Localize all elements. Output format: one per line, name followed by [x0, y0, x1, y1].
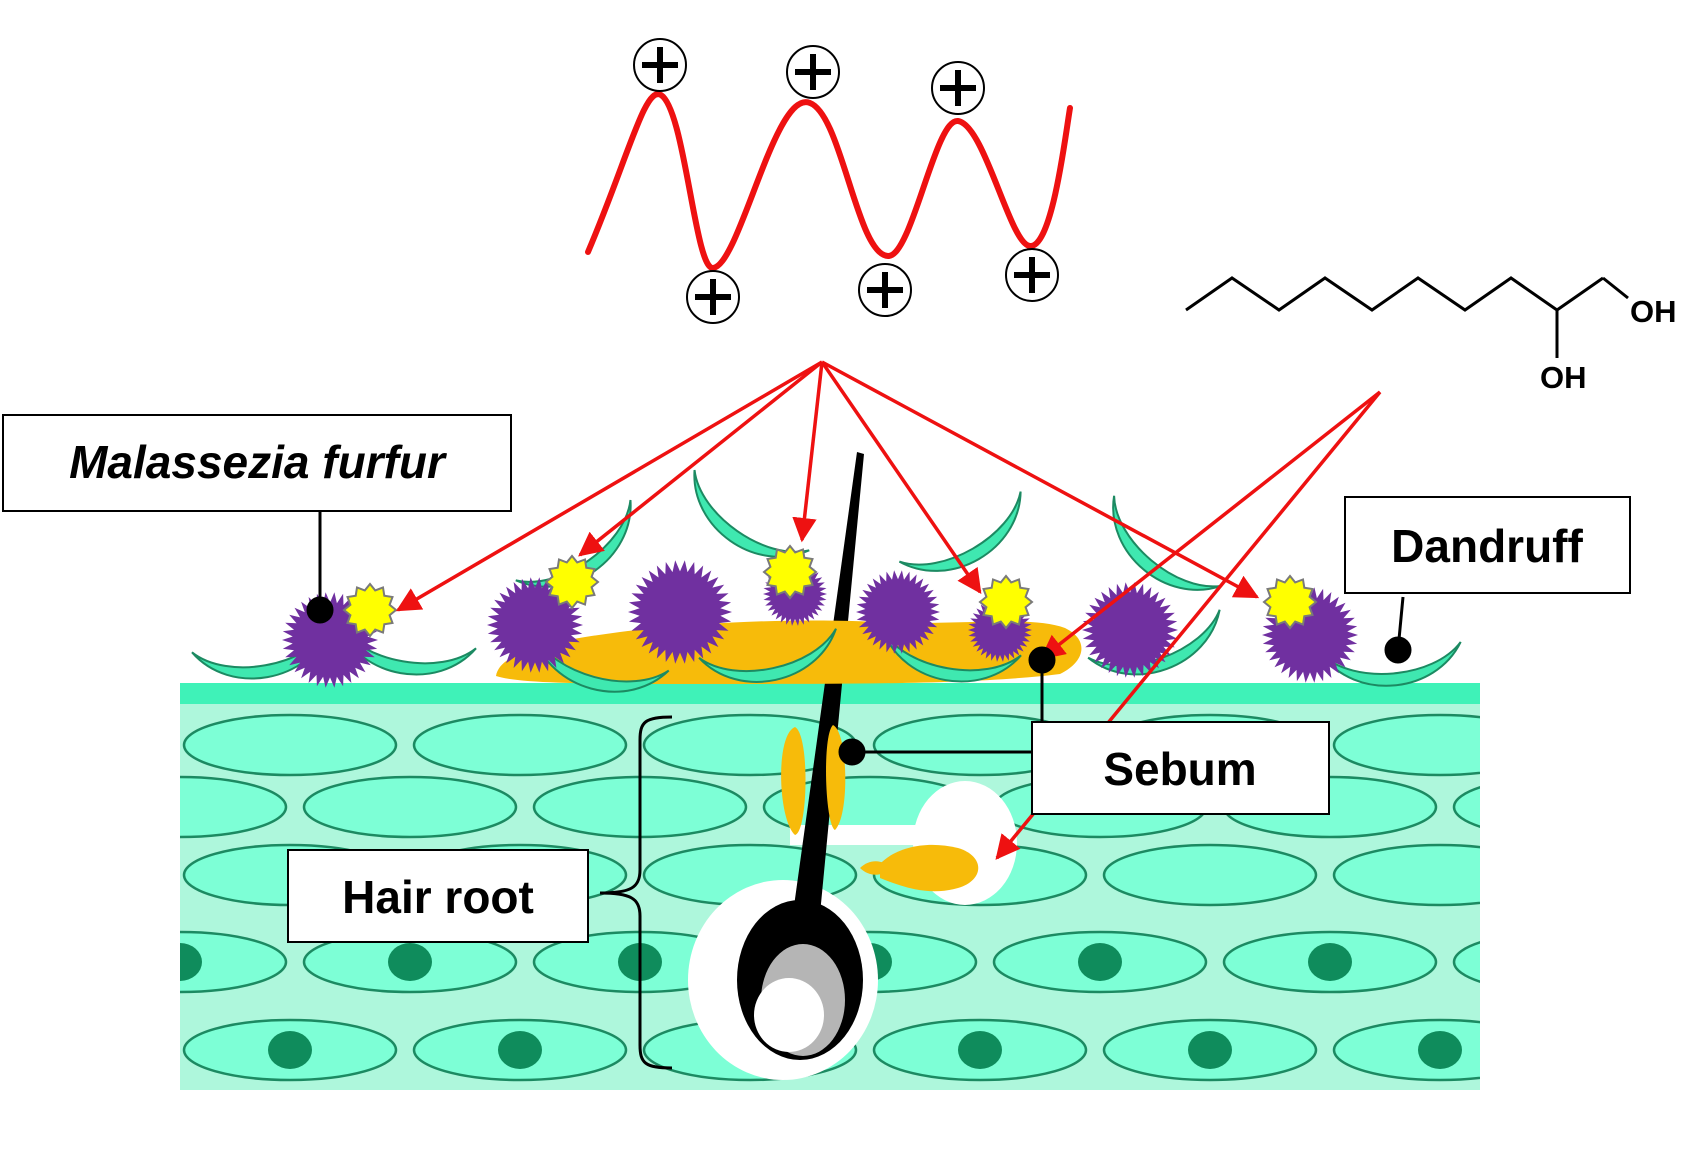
cell-nucleus [1538, 943, 1582, 981]
positive-charge [858, 263, 912, 317]
cell-nucleus [498, 1031, 542, 1069]
flake-shape [1320, 641, 1462, 687]
dandruff-flake [532, 633, 670, 693]
flake-shape [337, 623, 477, 676]
polymer-wave [585, 91, 1073, 271]
decanediol-molecule: OH OH [1185, 276, 1677, 395]
cell-nucleus [958, 1031, 1002, 1069]
terminal-hydroxyl-label: OH [1630, 294, 1677, 329]
kill-spark [544, 554, 600, 610]
label-dandruff-box [1344, 496, 1631, 594]
secreted-sebum-gland [880, 844, 979, 892]
positive-charge [786, 45, 840, 99]
kill-spark [762, 544, 818, 600]
dermal-papilla [754, 978, 824, 1052]
arrow-polymer-3 [792, 361, 824, 543]
label-hair-root-text: Hair root [342, 871, 534, 923]
side-hydroxyl-label: OH [1540, 360, 1587, 395]
kill-spark [1262, 574, 1318, 630]
skin-cell [302, 775, 518, 839]
positive-charges [633, 38, 1059, 324]
dandruff-flake [337, 623, 477, 676]
hair-shaft [790, 452, 864, 935]
flake-shape [898, 491, 1022, 572]
polymer-arrows [395, 360, 1260, 612]
label-malassezia-text: Malassezia furfur [69, 436, 447, 488]
positive-charge [633, 38, 687, 92]
carbon-chain [1185, 276, 1604, 312]
arrow-polymer-4 [820, 361, 982, 595]
skin-cell [182, 713, 398, 777]
arrow-polymer-2 [578, 360, 824, 557]
positive-charge [1005, 248, 1059, 302]
cell-nucleus [268, 1031, 312, 1069]
arrow-diol-sebum [1040, 390, 1382, 660]
flake-shape [882, 630, 1022, 683]
leader-lines [306, 511, 1412, 1070]
flake-shape [693, 469, 810, 558]
label-sebum: Sebum [1031, 721, 1330, 815]
dandruff-flake [898, 491, 1022, 572]
cell-nucleus [1078, 943, 1122, 981]
skin-cell [1332, 713, 1480, 777]
malassezia-cell [856, 570, 940, 654]
label-malassezia-box [2, 414, 512, 512]
skin-cell [1332, 843, 1480, 907]
skin-cell [1452, 941, 1480, 983]
scalp-surface [191, 469, 1462, 693]
dandruff-flake [1320, 641, 1462, 687]
kill-sparks [342, 544, 1318, 638]
bond-to-terminal-oh [1602, 276, 1629, 300]
skin-cell [180, 775, 288, 839]
label-dandruff: Dandruff [1344, 496, 1631, 594]
hair-root-bracket [599, 715, 673, 1070]
label-hair-root: Hair root [287, 849, 589, 943]
skin-cell [1452, 786, 1480, 828]
dandruff-flakes [191, 469, 1462, 693]
skin-cell [1102, 843, 1318, 907]
label-dandruff-text: Dandruff [1391, 520, 1583, 572]
arrow-polymer-1 [395, 360, 823, 612]
cell-nucleus [1418, 1031, 1462, 1069]
dandruff-flake [698, 628, 837, 683]
malassezia-cell [628, 560, 732, 664]
cationic-polymer [585, 38, 1073, 324]
dandruff-flake [693, 469, 810, 558]
skin-cell [412, 713, 628, 777]
leader-sebum-follicle-dot [838, 738, 866, 766]
arrow-polymer-5 [821, 360, 1260, 599]
cell-nucleus [388, 943, 432, 981]
label-sebum-box [1031, 721, 1330, 815]
positive-charge [686, 270, 740, 324]
cell-nucleus [1308, 943, 1352, 981]
label-sebum-text: Sebum [1103, 743, 1256, 795]
label-hair-root-box [287, 849, 589, 943]
dandruff-flake [882, 630, 1022, 683]
positive-charge [931, 61, 985, 115]
cell-nucleus [180, 943, 202, 981]
leader-sebum-surface-dot [1028, 646, 1056, 674]
kill-spark [978, 574, 1034, 630]
flake-shape [698, 628, 837, 683]
leader-malassezia-dot [306, 596, 334, 624]
cell-nucleus [1188, 1031, 1232, 1069]
sebum-droplets [860, 861, 888, 875]
label-malassezia: Malassezia furfur [2, 414, 512, 512]
flake-shape [532, 633, 670, 693]
follicle-sebum-left [781, 727, 806, 835]
leader-dandruff-dot [1384, 636, 1412, 664]
skin-cell [180, 930, 288, 994]
kill-spark [342, 582, 398, 638]
